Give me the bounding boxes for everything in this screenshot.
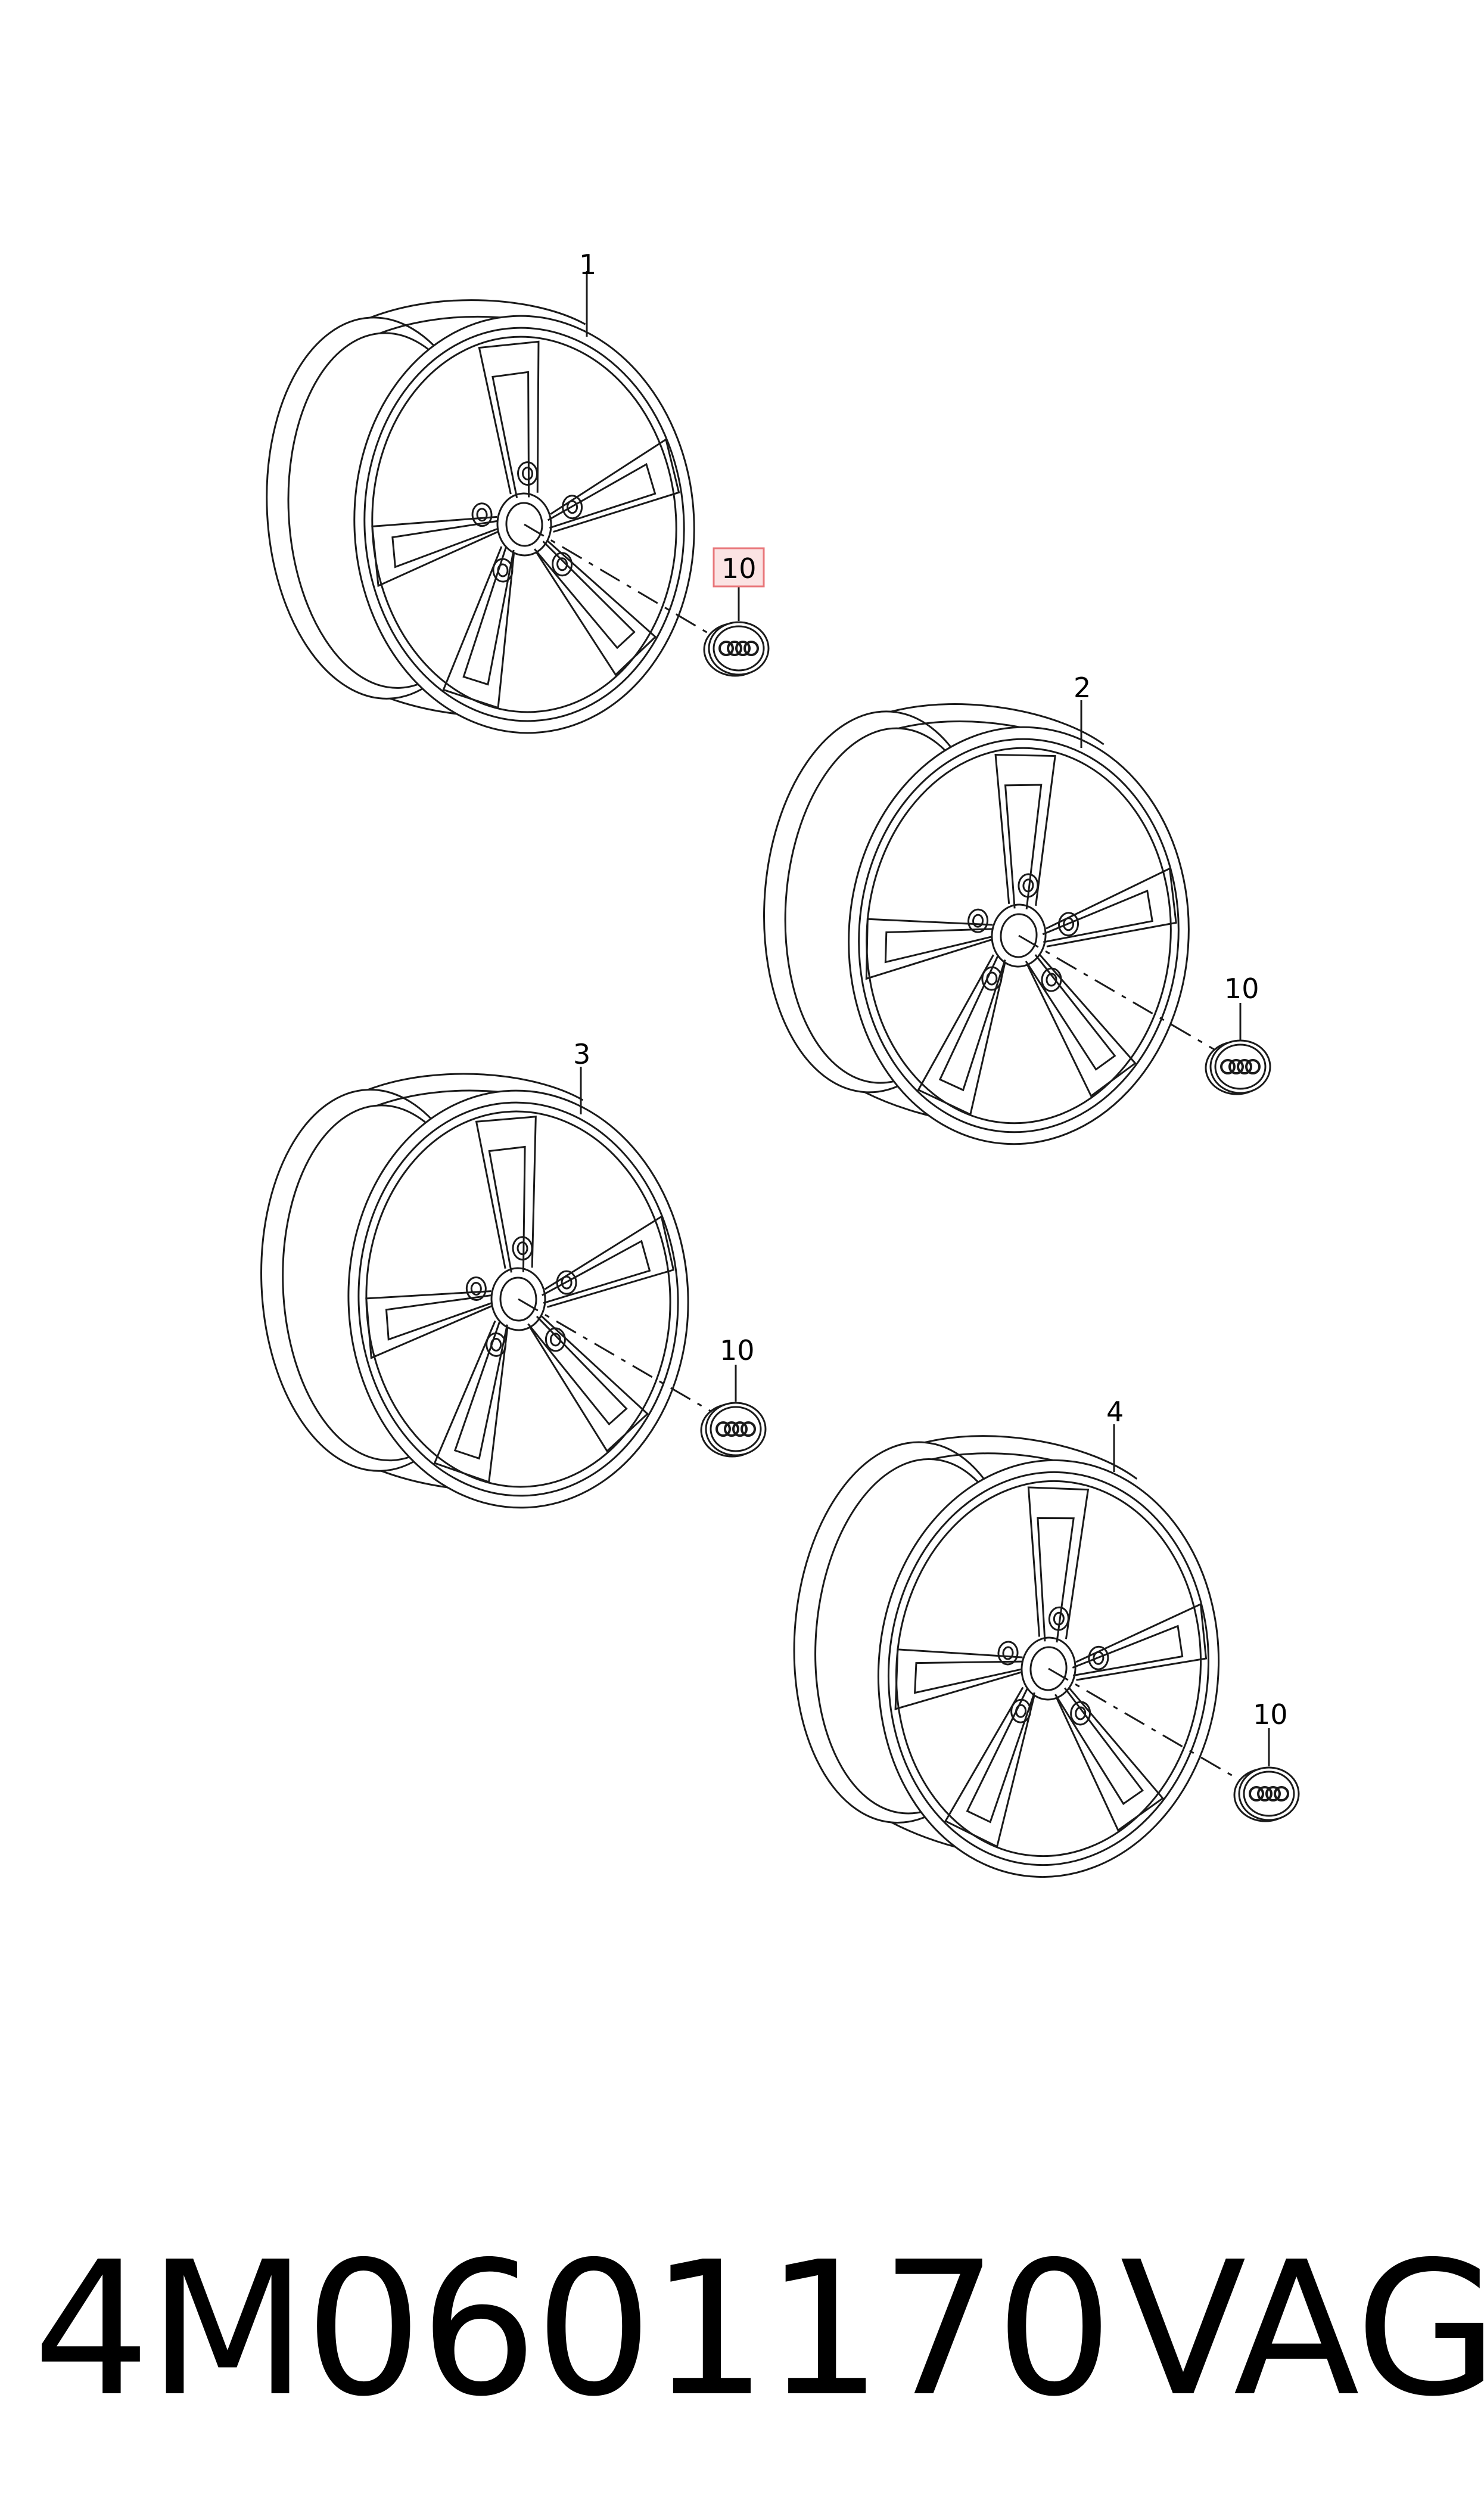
center-cap-4: 10 <box>1233 1698 1300 1822</box>
callout-wheel-1: 1 <box>579 249 596 281</box>
callout-wheel-3: 3 <box>573 1038 590 1070</box>
center-cap-1: 10 <box>703 547 770 677</box>
callout-cap-2: 10 <box>1224 973 1259 1005</box>
brand-label: VAG <box>1120 2222 1484 2437</box>
callout-wheel-2: 2 <box>1074 672 1091 704</box>
wheel-3: 3 <box>253 1038 718 1518</box>
part-number: 4M0601170 <box>33 2222 1113 2437</box>
center-cap-3: 10 <box>700 1334 767 1458</box>
callout-cap-4: 10 <box>1253 1698 1288 1731</box>
callout-highlight-box <box>713 547 765 588</box>
wheel-1: 1 <box>256 249 721 747</box>
callout-wheel-4: 4 <box>1106 1396 1124 1428</box>
wheel-2: 2 <box>748 672 1219 1157</box>
wheel-4: 4 <box>774 1396 1249 1893</box>
footer: 4M0601170 VAG <box>0 2217 1484 2443</box>
center-cap-2: 10 <box>1205 973 1271 1095</box>
callout-cap-1: 10 <box>721 552 757 585</box>
callout-cap-3: 10 <box>720 1334 755 1366</box>
